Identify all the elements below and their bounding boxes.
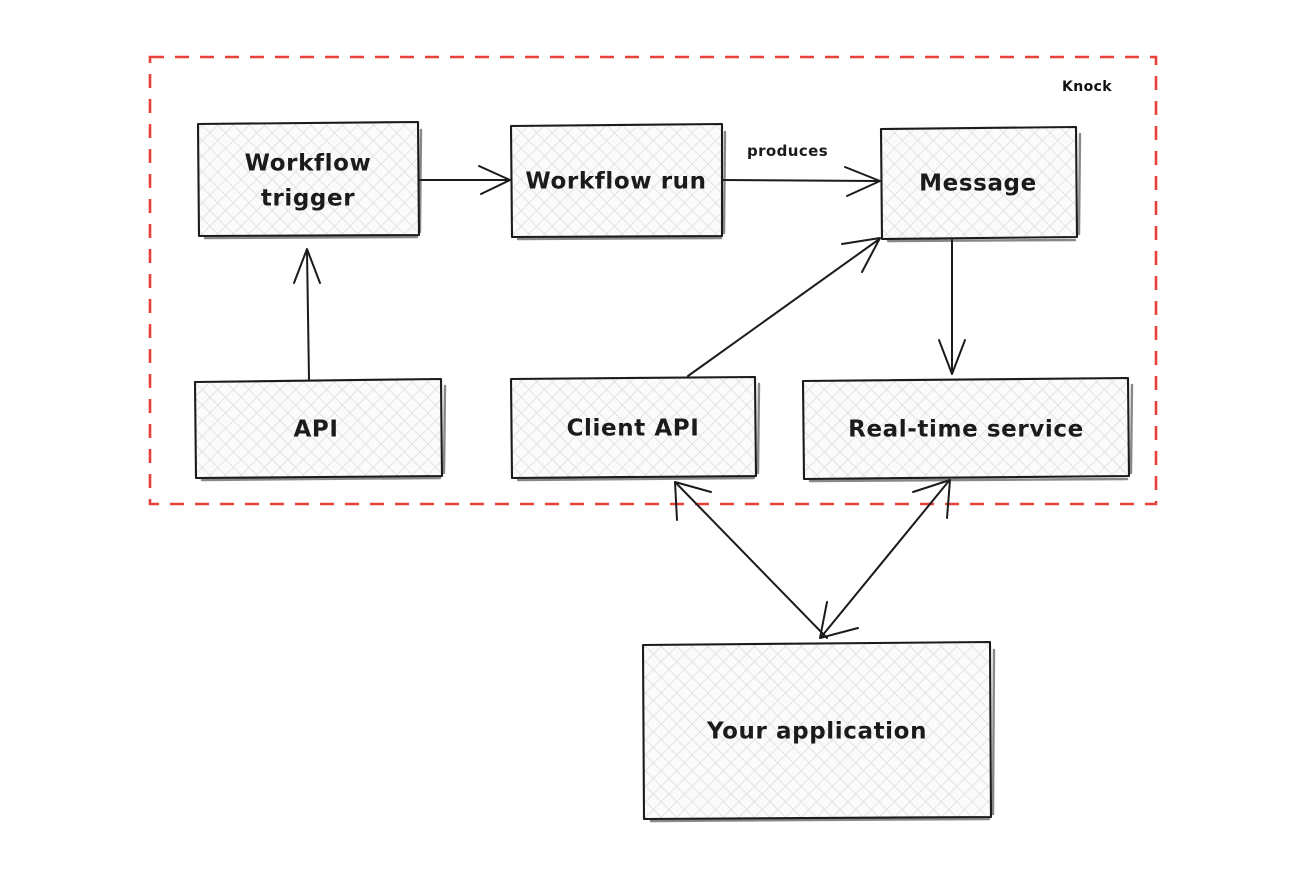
node-message[interactable]: Message <box>879 125 1082 243</box>
node-workflow-trigger[interactable]: Workflow trigger <box>196 120 423 240</box>
workflow-run-label: Workflow run <box>525 169 706 195</box>
message-label: Message <box>919 171 1037 197</box>
workflow-trigger-label-line1: Workflow <box>245 151 372 177</box>
arrowhead-icon <box>478 165 511 195</box>
client-api-box[interactable] <box>509 375 758 480</box>
arrowhead-icon <box>819 601 859 639</box>
real-time-service-label: Real-time service <box>848 417 1084 443</box>
real-time-service-box[interactable] <box>801 376 1131 481</box>
client-api-label: Client API <box>567 416 700 442</box>
knock-group-label: Knock <box>1062 79 1112 95</box>
edge-trigger-to-run <box>418 165 511 195</box>
workflow-trigger-label-line2: trigger <box>261 186 355 212</box>
arrowhead-icon <box>844 166 881 197</box>
api-label: API <box>293 417 338 443</box>
edge-client-to-message <box>687 237 881 377</box>
knock-group-border <box>148 55 1158 506</box>
workflow-trigger-box[interactable] <box>196 120 421 238</box>
edge-realtime-to-app <box>819 479 951 639</box>
edge-app-to-client <box>674 481 828 639</box>
node-workflow-run[interactable]: Workflow run <box>509 122 727 241</box>
api-box[interactable] <box>193 377 444 480</box>
edge-label-produces: produces <box>747 142 828 160</box>
arrowhead-icon <box>938 339 966 375</box>
arrowhead-icon <box>841 237 881 273</box>
message-box[interactable] <box>879 125 1079 241</box>
workflow-run-box[interactable] <box>509 122 724 239</box>
knock-group: Knock <box>148 55 1158 506</box>
node-client-api[interactable]: Client API <box>509 375 761 482</box>
edge-api-to-trigger <box>293 248 321 380</box>
your-application-box[interactable] <box>641 640 993 821</box>
edge-run-to-message: produces <box>721 142 881 197</box>
node-real-time-service[interactable]: Real-time service <box>801 376 1134 483</box>
arrowhead-icon <box>674 481 712 521</box>
node-your-application[interactable]: Your application <box>641 640 996 823</box>
arrowhead-icon <box>293 248 321 284</box>
edge-message-to-realtime <box>938 239 966 375</box>
node-api[interactable]: API <box>193 377 447 482</box>
your-application-label: Your application <box>706 719 927 745</box>
